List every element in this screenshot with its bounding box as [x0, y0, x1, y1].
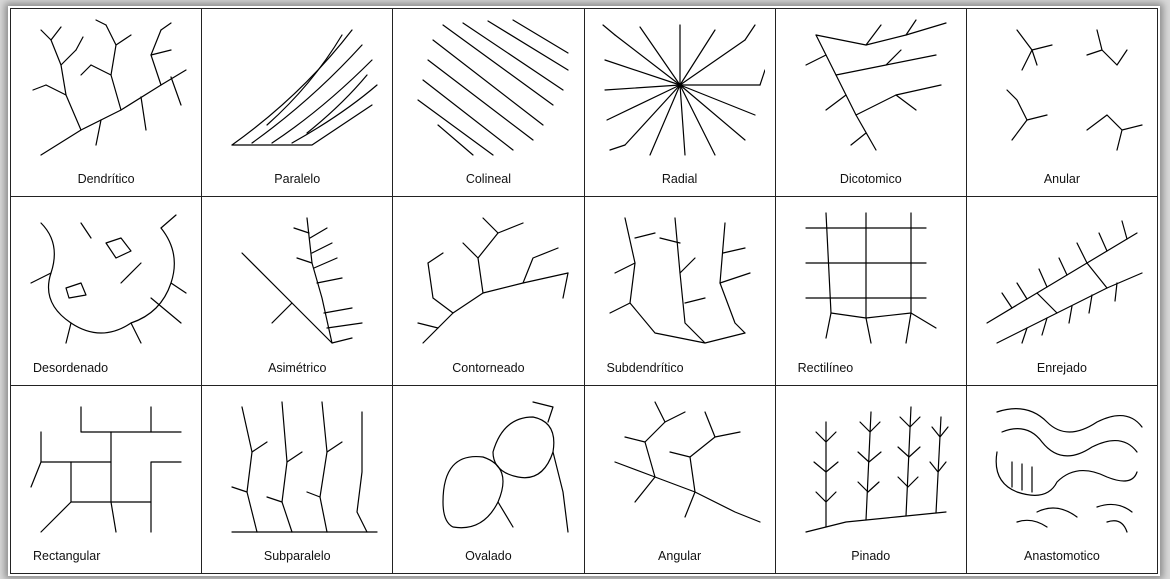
pattern-label: Contorneado: [393, 361, 583, 375]
pattern-cell-colineal: Colineal: [393, 9, 584, 197]
pattern-cell-rectilineo: Rectilíneo: [776, 197, 967, 385]
pattern-label: Asimétrico: [202, 361, 392, 375]
asimetrico-drawing: [212, 203, 382, 353]
pattern-label: Rectangular: [33, 549, 100, 563]
desordenado-drawing: [21, 203, 191, 353]
pattern-cell-anular: Anular: [967, 9, 1158, 197]
pattern-cell-dicotomico: Dicotomico: [776, 9, 967, 197]
pattern-cell-desordenado: Desordenado: [11, 197, 202, 385]
colineal-drawing: [403, 15, 573, 165]
drainage-pattern-grid: Dendrítico Paralelo Colineal: [10, 8, 1158, 574]
rectilineo-drawing: [786, 203, 956, 353]
dendritico-drawing: [21, 15, 191, 165]
pattern-label: Subdendrítico: [607, 361, 684, 375]
pattern-cell-ovalado: Ovalado: [393, 386, 584, 574]
pattern-label: Radial: [585, 172, 775, 186]
anastomotico-drawing: [977, 392, 1147, 542]
subparalelo-drawing: [212, 392, 382, 542]
pattern-cell-rectangular: Rectangular: [11, 386, 202, 574]
pattern-label: Subparalelo: [202, 549, 392, 563]
pattern-label: Enrejado: [967, 361, 1157, 375]
pattern-label: Pinado: [776, 549, 966, 563]
contorneado-drawing: [403, 203, 573, 353]
figure-frame: Dendrítico Paralelo Colineal: [8, 6, 1160, 576]
pattern-cell-contorneado: Contorneado: [393, 197, 584, 385]
anular-drawing: [977, 15, 1147, 165]
pattern-label: Paralelo: [202, 172, 392, 186]
angular-drawing: [595, 392, 765, 542]
dicotomico-drawing: [786, 15, 956, 165]
pattern-cell-subparalelo: Subparalelo: [202, 386, 393, 574]
pattern-label: Dicotomico: [776, 172, 966, 186]
pattern-cell-anastomotico: Anastomotico: [967, 386, 1158, 574]
pattern-cell-dendritico: Dendrítico: [11, 9, 202, 197]
pattern-cell-enrejado: Enrejado: [967, 197, 1158, 385]
pattern-cell-subdendritico: Subdendrítico: [585, 197, 776, 385]
pattern-cell-asimetrico: Asimétrico: [202, 197, 393, 385]
pattern-label: Dendrítico: [11, 172, 201, 186]
pattern-cell-pinado: Pinado: [776, 386, 967, 574]
pattern-cell-angular: Angular: [585, 386, 776, 574]
enrejado-drawing: [977, 203, 1147, 353]
pattern-label: Anular: [967, 172, 1157, 186]
pattern-label: Angular: [585, 549, 775, 563]
rectangular-drawing: [21, 392, 191, 542]
pattern-cell-radial: Radial: [585, 9, 776, 197]
ovalado-drawing: [403, 392, 573, 542]
subdendritico-drawing: [595, 203, 765, 353]
pinado-drawing: [786, 392, 956, 542]
pattern-cell-paralelo: Paralelo: [202, 9, 393, 197]
radial-drawing: [595, 15, 765, 165]
pattern-label: Anastomotico: [967, 549, 1157, 563]
pattern-label: Ovalado: [393, 549, 583, 563]
pattern-label: Rectilíneo: [798, 361, 854, 375]
pattern-label: Colineal: [393, 172, 583, 186]
paralelo-drawing: [212, 15, 382, 165]
pattern-label: Desordenado: [33, 361, 108, 375]
